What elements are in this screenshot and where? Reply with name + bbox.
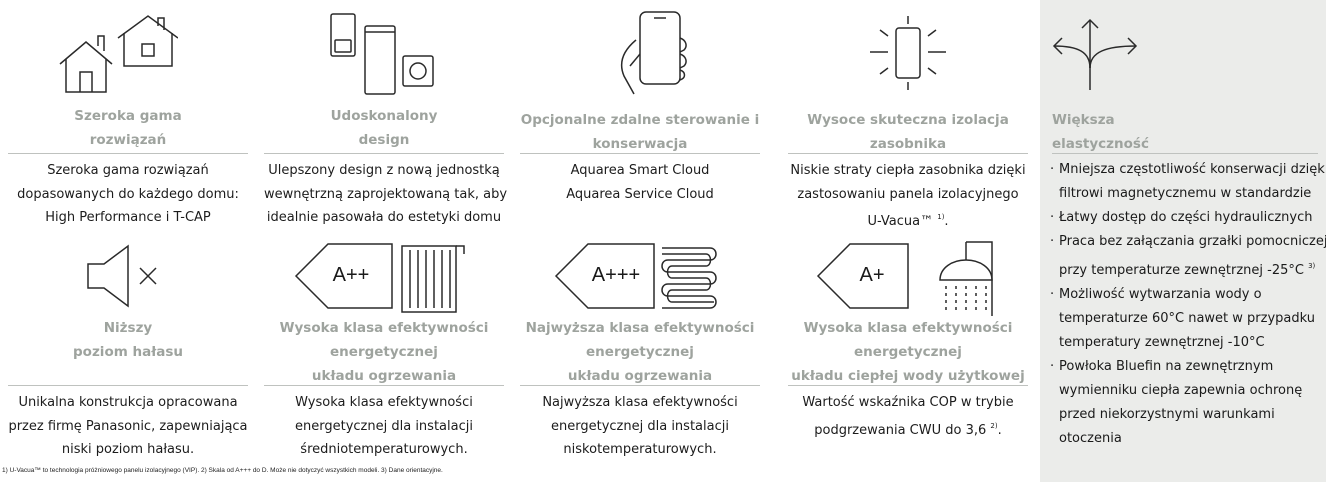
footnote: 1) U-Vacua™ to technologia próżniowego p… [2,467,443,474]
feature-description: Szeroka gama rozwiązań dopasowanych do k… [17,163,239,225]
divider [520,385,760,386]
feature-title: Wysoka klasa efektywności energetycznej … [791,320,1025,384]
energy-badge: A++ [332,264,370,286]
list-item: · Praca bez załączania grzałki pomocnicz… [1050,234,1326,278]
smartphone-hand-icon [606,10,696,96]
feature-title: Najwyższa klasa efektywności energetyczn… [525,320,755,384]
speaker-mute-icon [86,244,170,308]
energy-badge: A+++ [591,264,641,286]
feature-title: Opcjonalne zdalne sterowanie i konserwac… [520,112,760,152]
divider [8,153,248,154]
energy-badge: A+ [859,264,885,286]
divider [520,153,760,154]
indoor-unit-icon [329,12,439,96]
feature-description: Najwyższa klasa efektywności energetyczn… [542,395,738,457]
feature-title: Szeroka gama rozwiązań [74,108,182,148]
energy-class-shower-icon: A+ [816,240,996,316]
list-item: · Łatwy dostęp do części hydraulicznych [1050,210,1313,225]
divider [788,385,1028,386]
feature-description: Unikalna konstrukcja opracowana przez fi… [8,395,248,457]
feature-title: Wysoce skuteczna izolacja zasobnika [807,112,1009,152]
insulation-panel-icon [866,14,950,90]
list-item: · Możliwość wytwarzania wody o temperatu… [1050,287,1315,350]
divider [264,385,504,386]
energy-class-radiator-icon: A++ [294,240,484,316]
feature-description: Wartość wskaźnika COP w trybie podgrzewa… [802,395,1014,438]
feature-description: Ulepszony design z nową jednostką wewnęt… [264,163,508,225]
list-item: · Powłoka Bluefin na zewnętrznym wymienn… [1050,359,1303,446]
flexibility-panel: Większa elastyczność · Mniejsza częstotl… [1040,0,1326,482]
divider [8,385,248,386]
feature-description: Wysoka klasa efektywności energetycznej … [295,395,473,457]
energy-class-floor-heating-icon: A+++ [554,240,724,316]
divider [264,153,504,154]
feature-title: Udoskonalony design [330,108,438,148]
houses-icon [58,14,178,94]
feature-description: Aquarea Smart Cloud Aquarea Service Clou… [566,163,714,202]
flexibility-list: · Mniejsza częstotliwość konserwacji dzi… [1050,158,1326,451]
panel-title: Większa elastyczność [1052,112,1149,152]
feature-title: Wysoka klasa efektywności energetycznej … [279,320,489,384]
feature-description: Niskie straty ciepła zasobnika dzięki za… [790,163,1026,229]
list-item: · Mniejsza częstotliwość konserwacji dzi… [1050,162,1326,201]
branching-arrows-icon [1050,12,1140,92]
feature-title: Niższy poziom hałasu [73,320,183,360]
divider [788,153,1028,154]
divider [1052,153,1318,154]
